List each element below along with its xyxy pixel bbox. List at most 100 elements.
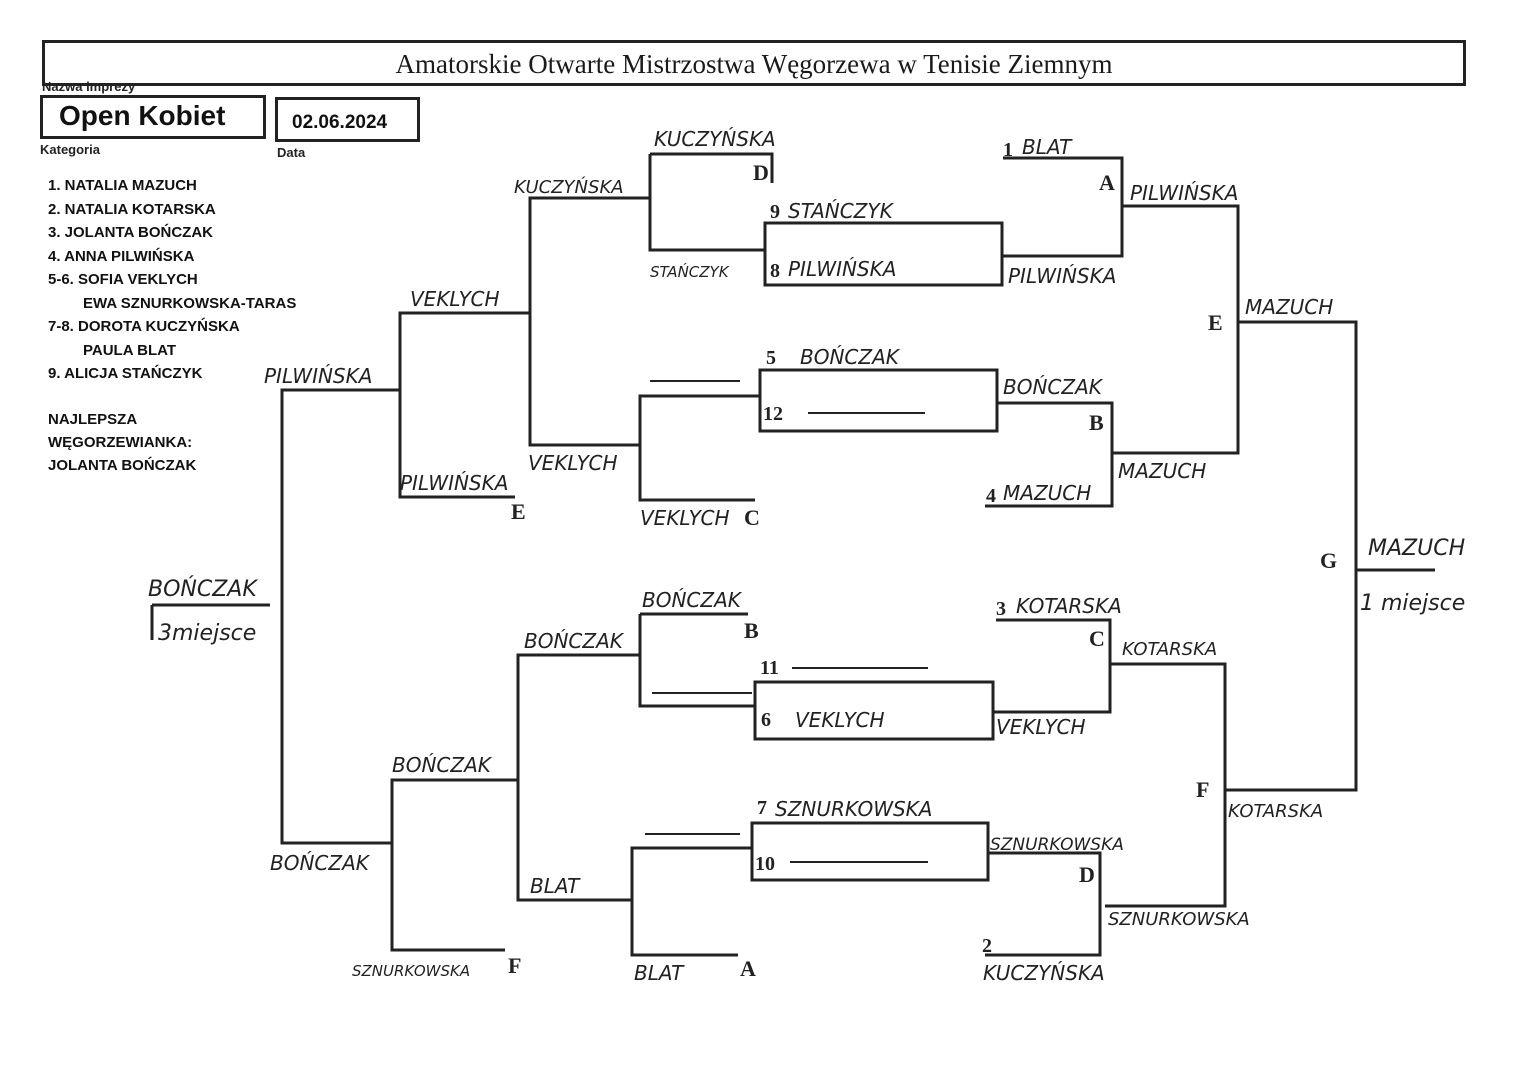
result-item: 2. NATALIA KOTARSKA (48, 200, 216, 218)
bracket-line (985, 401, 1114, 508)
event-label: Nazwa imprezy (42, 79, 136, 94)
player-name: KOTARSKA (1122, 639, 1217, 660)
player-name: KUCZYŃSKA (514, 176, 624, 198)
seed-number: 7 (757, 797, 767, 819)
match-letter: B (1089, 410, 1104, 435)
bracket-line (638, 614, 755, 708)
seed-number: 8 (770, 260, 780, 282)
player-name: STAŃCZYK (788, 199, 895, 223)
player-name: BLAT (1022, 135, 1073, 159)
player-name: MAZUCH (1118, 459, 1206, 483)
seed-number: 9 (770, 201, 780, 223)
bracket-line (993, 618, 1112, 714)
player-name: BLAT (634, 961, 685, 985)
player-name: BOŃCZAK (1003, 375, 1104, 399)
bracket-line (516, 653, 640, 902)
title-box: Amatorskie Otwarte Mistrzostwa Węgorzewa… (42, 40, 1466, 86)
player-name: PILWIŃSKA (1008, 264, 1116, 288)
player-name: KOTARSKA (1228, 801, 1323, 822)
best-local-line: WĘGORZEWIANKA: (48, 434, 193, 451)
result-item: 3. JOLANTA BOŃCZAK (48, 224, 213, 241)
result-item: 7-8. DOROTA KUCZYŃSKA (48, 318, 240, 335)
bracket-line (630, 846, 752, 957)
player-name: VEKLYCH (410, 287, 500, 311)
seed-number: 12 (763, 403, 783, 425)
player-name: PILWIŃSKA (788, 257, 896, 281)
first-place-label: 1 miejsce (1360, 591, 1465, 616)
bracket-line (648, 154, 765, 252)
results-list: 1. NATALIA MAZUCH 2. NATALIA KOTARSKA 3.… (48, 174, 296, 386)
seed-number: 3 (996, 598, 1006, 620)
result-item: 4. ANNA PILWIŃSKA (48, 247, 195, 265)
player-name: SZNURKOWSKA (775, 797, 932, 821)
bracket-line (528, 196, 650, 447)
result-item: 5-6. SOFIA VEKLYCH (48, 271, 198, 288)
date-box: 02.06.2024 (275, 97, 420, 142)
seed-number: 10 (755, 853, 775, 875)
match-letter: E (1208, 310, 1223, 335)
match-letter: F (1196, 777, 1209, 802)
seed-number: 11 (760, 657, 779, 679)
third-place-label: 3miejsce (158, 621, 256, 646)
player-name: BLAT (530, 874, 581, 898)
player-name: PILWIŃSKA (400, 471, 508, 495)
date-label: Data (277, 145, 306, 160)
player-name: VEKLYCH (528, 451, 618, 475)
match-box (758, 368, 999, 433)
player-name: PILWIŃSKA (1130, 181, 1238, 205)
player-name: SZNURKOWSKA (990, 835, 1124, 855)
player-name: BOŃCZAK (270, 851, 371, 875)
player-name: SZNURKOWSKA (1108, 909, 1250, 930)
match-letter: C (1089, 626, 1105, 651)
player-name: BOŃCZAK (148, 576, 258, 602)
category-value: Open Kobiet (59, 100, 226, 131)
seed-number: 4 (986, 485, 996, 507)
bracket-line (1112, 204, 1240, 455)
best-local-player: NAJLEPSZA WĘGORZEWIANKA: JOLANTA BOŃCZAK (48, 408, 196, 477)
player-name: BOŃCZAK (524, 629, 625, 653)
player-name: BOŃCZAK (800, 345, 901, 369)
bracket-line (398, 311, 530, 499)
player-name: PILWIŃSKA (264, 364, 372, 388)
match-box (763, 221, 1004, 287)
player-name: KOTARSKA (1016, 594, 1122, 618)
player-name: VEKLYCH (640, 506, 730, 530)
match-letter: A (1099, 170, 1115, 195)
seed-number: 6 (761, 709, 771, 731)
page-title: Amatorskie Otwarte Mistrzostwa Węgorzewa… (395, 49, 1113, 79)
category-label: Kategoria (40, 142, 100, 157)
bracket-line (638, 394, 760, 502)
result-item: 9. ALICJA STAŃCZYK (48, 365, 203, 382)
match-letter: G (1320, 548, 1337, 573)
bracket-line (280, 388, 400, 845)
bracket-line (390, 778, 518, 952)
player-name: MAZUCH (1245, 295, 1333, 319)
date-value: 02.06.2024 (292, 112, 388, 133)
seed-number: 5 (766, 347, 776, 369)
match-letter: D (753, 160, 769, 185)
seed-number: 1 (1003, 139, 1013, 161)
bracket-line (985, 851, 1102, 957)
result-item: EWA SZNURKOWSKA-TARAS (83, 294, 297, 312)
player-name: BOŃCZAK (392, 753, 493, 777)
player-name: BOŃCZAK (642, 588, 743, 612)
bracket-line (1105, 662, 1227, 908)
bracket-line (1225, 320, 1358, 792)
seed-number: 2 (982, 935, 992, 957)
best-local-line: JOLANTA BOŃCZAK (48, 457, 197, 474)
player-name: VEKLYCH (996, 715, 1086, 739)
match-letter: C (744, 505, 760, 530)
result-item: PAULA BLAT (83, 341, 177, 359)
player-name: VEKLYCH (795, 708, 885, 732)
match-letter: B (744, 618, 759, 643)
champion-name: MAZUCH (1368, 536, 1465, 561)
match-letter: F (508, 953, 521, 978)
player-name: STAŃCZYK (650, 262, 730, 281)
bracket-line (650, 152, 774, 183)
best-local-line: NAJLEPSZA (48, 411, 138, 428)
player-name: MAZUCH (1003, 481, 1091, 505)
player-name: SZNURKOWSKA (352, 962, 470, 980)
player-name: KUCZYŃSKA (983, 961, 1105, 985)
